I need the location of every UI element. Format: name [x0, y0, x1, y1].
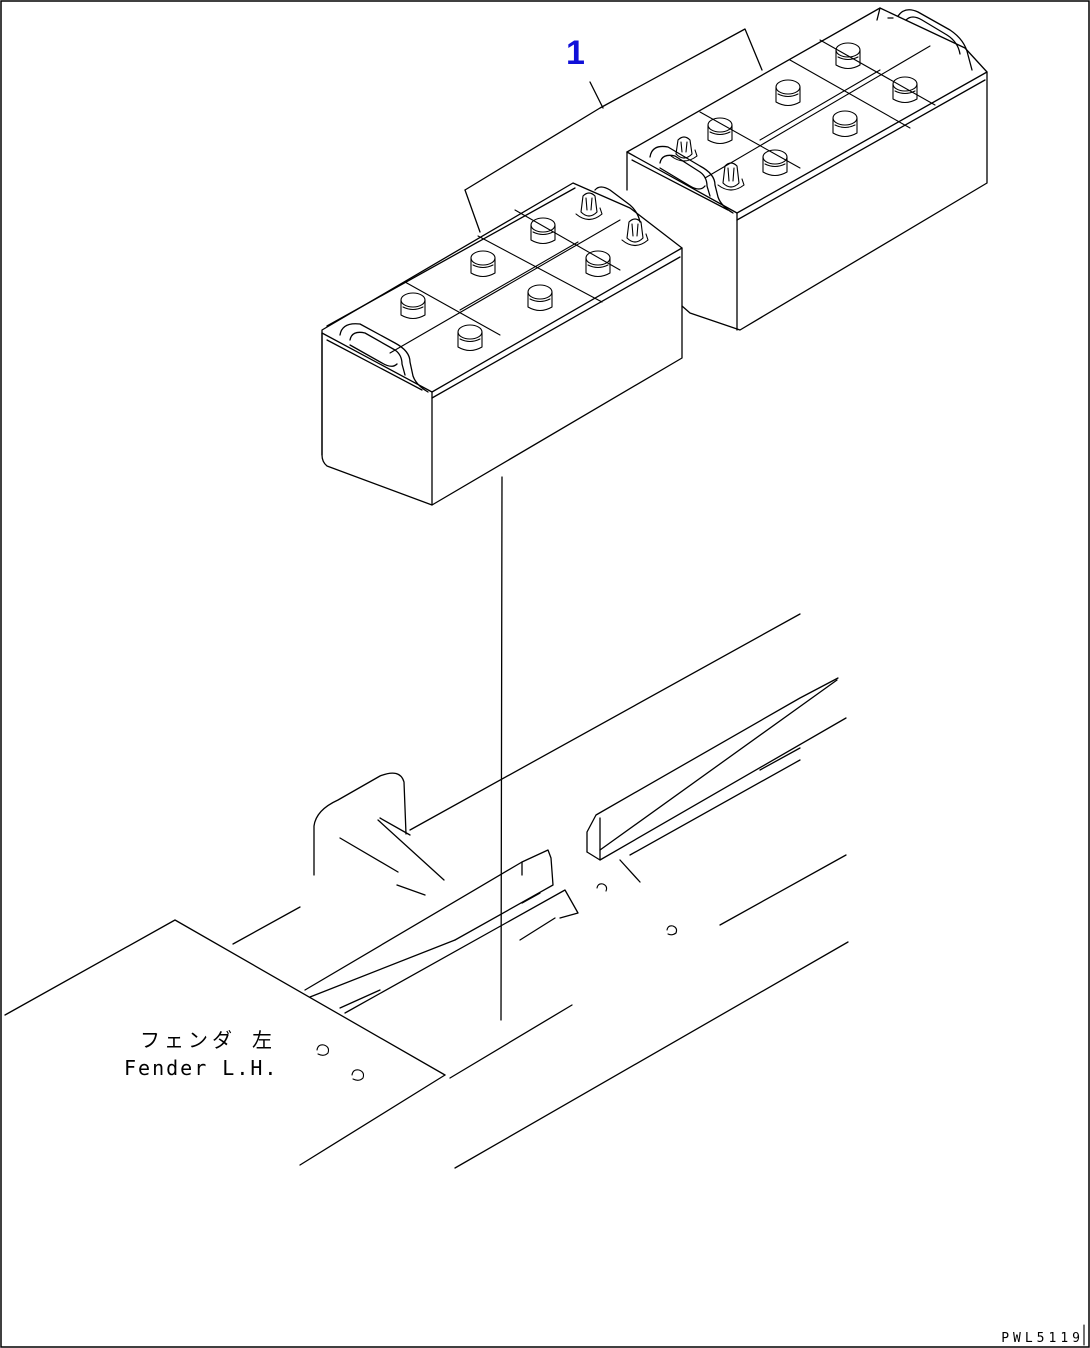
battery-terminal-icon [575, 192, 649, 247]
fender-label-japanese: フェンダ 左 [140, 1028, 277, 1052]
fender-chassis [4, 613, 849, 1169]
fender-label-english: Fender L.H. [124, 1056, 279, 1080]
mounting-leader-line [500, 476, 503, 1021]
battery-back-icon [626, 7, 988, 331]
battery-terminal-icon [670, 136, 745, 191]
battery-front-icon [321, 182, 683, 506]
callout-number-1[interactable]: 1 [566, 34, 585, 72]
callout-leader [464, 28, 763, 233]
drawing-number: PWL5119 [1001, 1331, 1084, 1346]
